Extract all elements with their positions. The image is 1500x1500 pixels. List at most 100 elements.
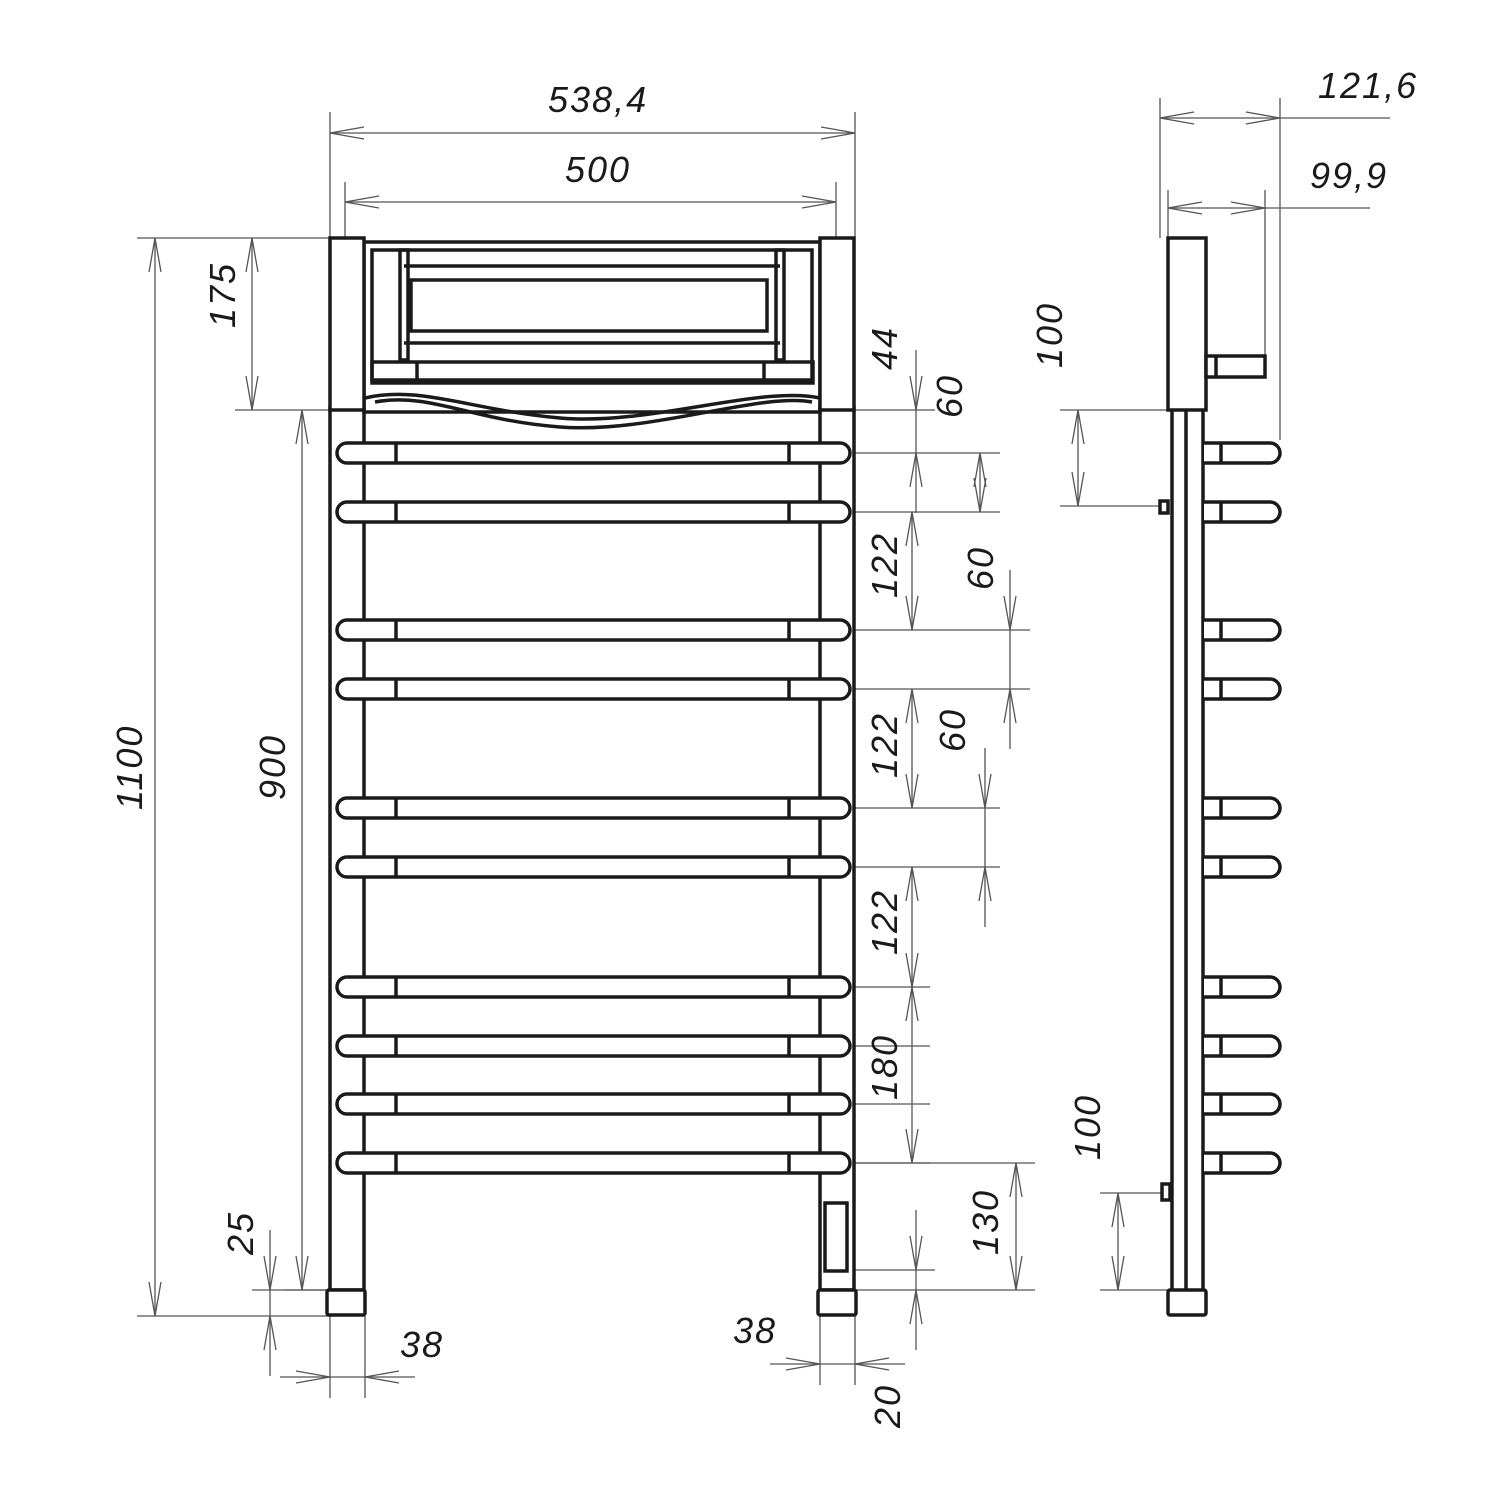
right-foot <box>816 1288 858 1317</box>
arrowhead <box>245 375 259 411</box>
arrowhead <box>978 866 992 902</box>
dim-bar-spacing-5: 60 <box>932 708 973 752</box>
side-bar-tube <box>1204 975 1282 999</box>
arrowhead <box>1111 1192 1125 1228</box>
towel-bar <box>335 975 852 999</box>
left-post-cap <box>328 236 366 412</box>
arrowhead <box>1111 1255 1125 1291</box>
towel-bar <box>335 441 852 465</box>
side-towel-bar <box>1204 975 1282 999</box>
arrowhead <box>364 1370 400 1384</box>
towel-bar-tube <box>335 1034 852 1058</box>
side-towel-bar <box>1204 1151 1282 1175</box>
right-post-cap <box>818 236 856 412</box>
towel-bar <box>335 855 852 879</box>
arrowhead <box>295 1370 331 1384</box>
dimension-labels: 538,4 500 1100 175 900 25 38 38 20 130 4… <box>109 65 1418 1429</box>
dim-overall-depth: 121,6 <box>1318 65 1418 106</box>
arrowhead <box>1167 201 1203 215</box>
towel-bar-tube <box>335 1151 852 1175</box>
arrowhead <box>801 195 837 209</box>
arrowhead <box>263 1255 277 1291</box>
arrowhead <box>344 195 380 209</box>
dim-bar-spacing-6: 122 <box>864 889 905 955</box>
side-bar-tube <box>1204 1034 1282 1058</box>
arrowhead <box>1159 111 1195 125</box>
dim-center-width: 500 <box>565 149 631 190</box>
arrowhead <box>909 1235 923 1271</box>
arrowhead <box>820 126 856 140</box>
arrowhead <box>973 477 987 513</box>
towel-bar-tube <box>335 796 852 820</box>
arrowhead <box>785 1357 821 1371</box>
arrowhead <box>329 126 365 140</box>
arrowhead <box>973 452 987 488</box>
left-post <box>328 406 366 1292</box>
arrowhead <box>905 986 919 1022</box>
side-bar-tube <box>1204 441 1282 465</box>
towel-bars <box>335 441 852 1175</box>
arrowhead <box>909 375 923 411</box>
dim-top-gap: 44 <box>864 326 905 370</box>
front-view <box>325 236 858 1317</box>
towel-bar <box>335 677 852 701</box>
dim-right-post-width: 38 <box>733 1310 777 1351</box>
side-towel-bar <box>1204 500 1282 524</box>
towel-bar-tube <box>335 1092 852 1116</box>
side-bar-tube <box>1204 796 1282 820</box>
side-view <box>1158 236 1282 1317</box>
side-foot <box>1166 1288 1208 1317</box>
dim-shelf-height: 175 <box>202 262 243 328</box>
side-towel-bar <box>1204 441 1282 465</box>
arrowhead <box>1071 471 1085 507</box>
side-towel-bar <box>1204 855 1282 879</box>
side-bar-tube <box>1204 618 1282 642</box>
towel-bar <box>335 1092 852 1116</box>
dim-overall-width: 538,4 <box>548 79 648 120</box>
dim-bar-spacing-4: 122 <box>864 712 905 778</box>
dim-center-height: 900 <box>252 734 293 800</box>
towel-bar-tube <box>335 500 852 524</box>
arrowhead <box>905 688 919 724</box>
dim-bar-spacing-2: 122 <box>864 532 905 598</box>
dim-upper-bracket: 100 <box>1029 302 1070 368</box>
arrowhead <box>905 595 919 631</box>
arrowhead <box>295 409 309 445</box>
towel-bar-tube <box>335 855 852 879</box>
dim-bar-spacing-1: 60 <box>929 374 970 418</box>
side-towel-bar <box>1204 618 1282 642</box>
dim-lower-bracket: 100 <box>1067 1094 1108 1160</box>
arrowhead <box>909 452 923 488</box>
dim-heater-offset: 130 <box>965 1189 1006 1255</box>
left-foot <box>325 1288 367 1317</box>
dim-shelf-depth: 99,9 <box>1310 155 1388 196</box>
arrowhead <box>1003 688 1017 724</box>
side-towel-bar <box>1204 1034 1282 1058</box>
top-shelf <box>328 236 856 430</box>
arrowhead <box>1009 1162 1023 1198</box>
dimension-lines <box>137 98 1390 1398</box>
side-towel-bar <box>1204 1092 1282 1116</box>
dim-bar-spacing-7: 180 <box>864 1034 905 1100</box>
side-towel-bar <box>1204 677 1282 701</box>
lower-wall-bracket <box>1160 1182 1172 1202</box>
side-shelf-bracket <box>1204 354 1267 379</box>
arrowhead <box>909 1289 923 1325</box>
towel-bar-tube <box>335 677 852 701</box>
arrowhead <box>905 866 919 902</box>
arrowhead <box>1071 409 1085 445</box>
towel-bar <box>335 796 852 820</box>
dim-overall-height: 1100 <box>109 725 150 810</box>
dim-bottom-offset: 20 <box>867 1384 908 1429</box>
side-post-cap <box>1166 236 1208 412</box>
upper-wall-bracket <box>1158 499 1170 515</box>
arrowhead <box>245 237 259 273</box>
towel-bar <box>335 1034 852 1058</box>
arrowhead <box>148 237 162 273</box>
arrowhead <box>978 773 992 809</box>
side-bar-tube <box>1204 1092 1282 1116</box>
dim-foot-height: 25 <box>220 1211 261 1256</box>
arrowhead <box>1003 595 1017 631</box>
